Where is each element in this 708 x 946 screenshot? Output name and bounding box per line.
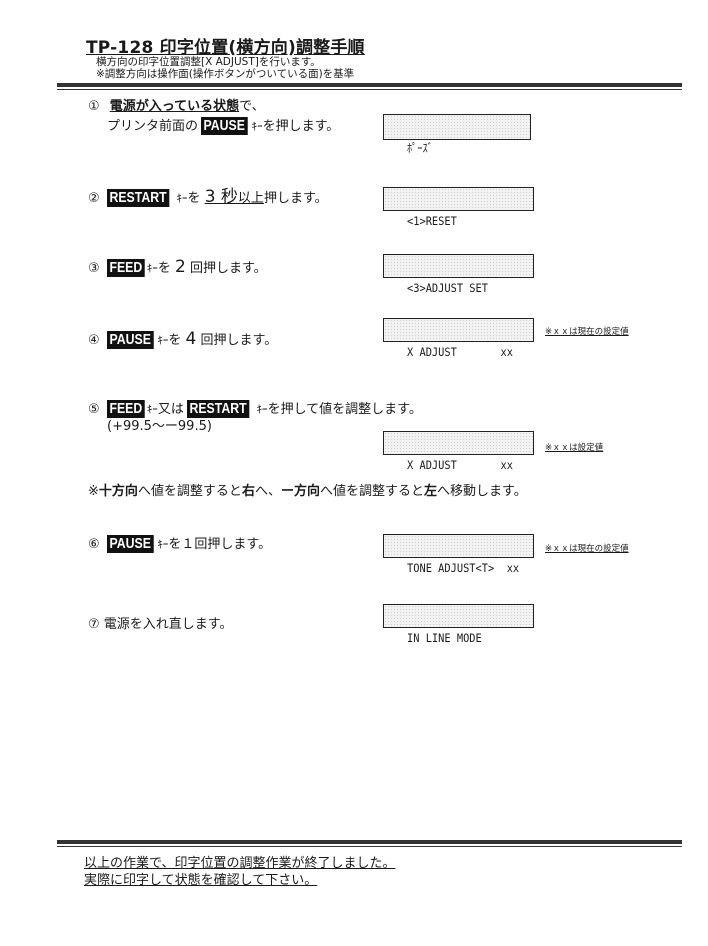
header-description: 横方向の印字位置調整[X ADJUST]を行います。 [96,56,321,68]
direction-note-text: へ値を調整すると [319,484,424,499]
lcd-display-step-2: <1>RESET [383,187,534,228]
step-5-number: ⑤ [88,402,100,417]
lcd-text: X ADJUST xx [406,458,513,472]
step-7-text: 電源を入れ直します。 [103,617,233,632]
feed-key-label: FEED [106,400,145,418]
pause-key-label: PAUSE [106,535,154,553]
step-6-number: ⑥ [88,537,100,552]
step-3-count: 2 [174,257,186,277]
step-5-text-or: 又は [157,402,184,417]
step-4-number: ④ [88,333,100,348]
step-1-number: ① [88,99,100,114]
lcd-display-step-7: IN LINE MODE [383,604,534,645]
feed-key-label: FEED [106,259,145,277]
lcd-display-step-5: X ADJUST xx [383,431,534,472]
key-suffix: ｷｰ [157,538,169,551]
lcd-text: TONE ADJUST<T> xx [406,561,520,575]
key-suffix: ｷｰ [146,403,158,416]
lcd-text: <3>ADJUST SET [406,281,488,295]
direction-note-mark: ※ [88,484,99,499]
left-label: 左 [424,484,438,499]
set-value-note: ※ｘｘは設定値 [545,443,604,453]
step-7-number: ⑦ [88,617,100,632]
step-1-text: で、 [239,99,265,114]
step-2-seconds: 3 秒 [204,187,238,207]
step-1-line-1: ① 電源が入っている状態で、 [88,98,265,116]
right-label: 右 [241,484,255,499]
restart-key-label: RESTART [186,400,249,418]
step-3-text: を [157,261,171,276]
step-7-line: ⑦ 電源を入れ直します。 [88,616,233,634]
step-1-text-pre: プリンタ前面の [107,119,199,134]
current-value-note: ※ｘｘは現在の設定値 [545,327,629,337]
step-3-number: ③ [88,261,100,276]
step-2-line: ② RESTART ｷｰを 3 秒以上押します。 [88,188,328,208]
direction-note-text: へ、 [254,484,281,499]
key-suffix: ｷｰ [146,262,158,275]
header-rule-thin [57,89,682,90]
key-suffix: ｷｰ [251,120,263,133]
lcd-display-step-3: <3>ADJUST SET [383,254,534,295]
step-5-text-end: を押して値を調整します。 [267,402,422,417]
footer-rule-thin [57,846,682,847]
plus-direction: 十方向 [98,484,138,499]
footer-line-2: 実際に印字して状態を確認して下さい。 [84,873,318,888]
lcd-display-step-6: TONE ADJUST<T> xx [383,534,534,575]
footer-line-1: 以上の作業で、印字位置の調整作業が終了しました。 [84,856,396,871]
header-direction-note: ※調整方向は操作面(操作ボタンがついている面)を基準 [96,68,355,80]
step-3-text-end: 回押します。 [189,261,267,276]
step-4-count: 4 [185,329,197,349]
step-6-text: を１回押します。 [168,537,272,552]
step-2-number: ② [88,191,100,206]
key-suffix: ｷｰ [157,334,169,347]
lcd-text: ﾎﾟｰｽﾞ [406,141,433,155]
key-suffix: ｷｰ [256,403,268,416]
footer-rule-thick [57,840,682,844]
lcd-display-step-4: X ADJUST xx [383,318,534,359]
step-4-text-end: 回押します。 [200,333,278,348]
lcd-text: X ADJUST xx [406,345,513,359]
pause-key-label: PAUSE [201,117,248,135]
direction-note: ※十方向へ値を調整すると右へ、ー方向へ値を調整すると左へ移動します。 [88,483,527,501]
step-2-min: 以上 [237,191,264,206]
lcd-display-step-1: ﾎﾟｰｽﾞ [383,114,531,155]
step-1-text-post: を押します。 [262,119,340,134]
current-value-note: ※ｘｘは現在の設定値 [545,544,629,554]
page-title: TP-128 印字位置(横方向)調整手順 [86,38,365,58]
direction-note-text: へ移動します。 [437,484,527,499]
step-5-range: (+99.5～ー99.5) [107,419,212,434]
step-1-power-state: 電源が入っている状態 [109,99,240,114]
key-suffix: ｷｰ [176,192,188,205]
direction-note-text: へ値を調整すると [137,484,242,499]
lcd-text: <1>RESET [406,214,457,228]
header-rule-thick [57,83,682,87]
step-4-text: を [168,333,182,348]
pause-key-label: PAUSE [106,331,154,349]
step-2-text-end: 押します。 [263,191,328,206]
minus-direction: ー方向 [280,484,320,499]
step-2-text: を [187,191,201,206]
lcd-text: IN LINE MODE [406,631,482,645]
restart-key-label: RESTART [106,189,169,207]
